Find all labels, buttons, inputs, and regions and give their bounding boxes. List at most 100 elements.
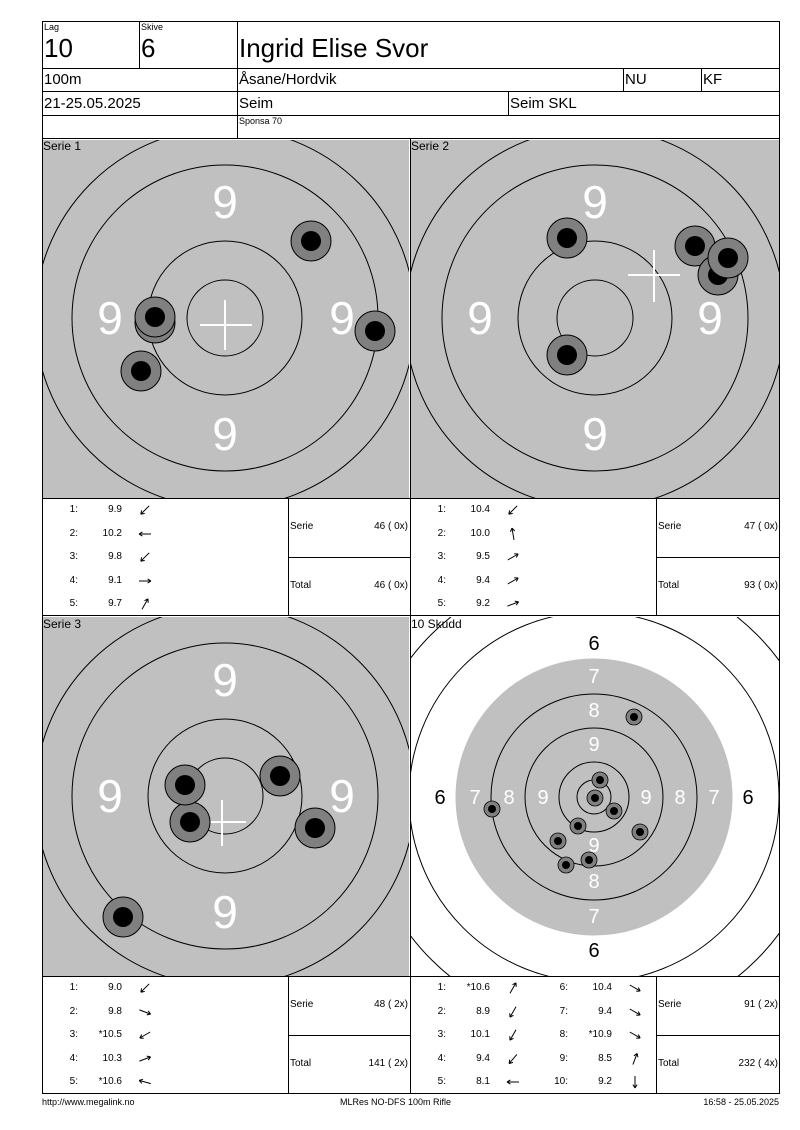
serie-3-target: 9 9 9 9 bbox=[43, 617, 409, 977]
shot-row: 3: 10.1 bbox=[412, 1028, 532, 1042]
shot-number: 5: bbox=[437, 598, 446, 609]
direction-arrow-icon bbox=[136, 981, 154, 995]
shot-value: 9.2 bbox=[476, 598, 490, 609]
shot-value: 10.0 bbox=[470, 527, 490, 539]
direction-arrow-icon bbox=[136, 574, 154, 588]
direction-arrow-icon bbox=[626, 1028, 644, 1042]
shot-number: 1: bbox=[69, 504, 78, 515]
direction-arrow-icon bbox=[504, 597, 522, 611]
shot-hole-center bbox=[610, 807, 618, 815]
shot-hole-center bbox=[557, 345, 577, 365]
shot-hole-center bbox=[113, 907, 133, 927]
serie-1-target: 9 9 9 9 bbox=[43, 140, 409, 498]
footer-program: MLRes NO-DFS 100m Rifle bbox=[340, 1097, 452, 1107]
shot-row: 4:10.3 bbox=[44, 1052, 164, 1066]
direction-arrow-icon bbox=[626, 1075, 644, 1089]
shot-value: 8.9 bbox=[476, 1005, 490, 1017]
ring-label: 8 bbox=[503, 787, 514, 809]
lag-value: 10 bbox=[44, 33, 73, 63]
serie-label: Serie bbox=[658, 521, 682, 532]
footer-url[interactable]: http://www.megalink.no bbox=[42, 1097, 135, 1107]
serie-1-title: Serie 1 bbox=[43, 139, 82, 153]
direction-arrow-icon bbox=[136, 1028, 154, 1042]
ring-label: 9 bbox=[329, 292, 355, 344]
shot-hole-center bbox=[270, 766, 290, 786]
lag-label: Lag bbox=[44, 22, 60, 32]
ring-label: 9 bbox=[212, 408, 238, 460]
ten-shots-title: 10 Skudd bbox=[411, 617, 462, 631]
total-label: Total bbox=[658, 580, 680, 591]
serie-label: Serie bbox=[658, 999, 682, 1010]
shot-value: 9.9 bbox=[108, 504, 122, 515]
ring-label: 9 bbox=[329, 770, 355, 822]
direction-arrow-icon bbox=[136, 1075, 154, 1089]
direction-arrow-icon bbox=[626, 981, 644, 995]
date: 21-25.05.2025 bbox=[44, 95, 141, 112]
shot-number: 3: bbox=[437, 1029, 446, 1040]
shot-number: 3: bbox=[69, 551, 78, 562]
ring-label: 7 bbox=[588, 906, 599, 928]
shot-value: 10.1 bbox=[470, 1029, 490, 1040]
shot-row: 5:8.1 bbox=[412, 1075, 532, 1089]
shot-number: 1: bbox=[69, 982, 78, 993]
shot-row: 2:10.2 bbox=[44, 527, 164, 541]
shot-value: 10.4 bbox=[592, 982, 612, 993]
direction-arrow-icon bbox=[136, 503, 154, 517]
ring-label: 8 bbox=[674, 787, 685, 809]
shot-value: 10.4 bbox=[470, 504, 490, 515]
shot-number: 5: bbox=[69, 1076, 78, 1087]
shot-hole-center bbox=[557, 228, 577, 248]
shot-row: 1: *10.6 bbox=[412, 981, 532, 995]
shot-row: 1: 10.4 bbox=[412, 503, 532, 517]
shot-number: 1: bbox=[437, 504, 446, 515]
serie-2-target: 9 9 9 9 bbox=[411, 140, 779, 498]
shot-value: 9.8 bbox=[108, 1005, 122, 1017]
shot-value: 9.0 bbox=[108, 982, 122, 993]
shot-number: 9: bbox=[559, 1052, 568, 1064]
shot-row: 4:9.4 bbox=[412, 574, 532, 588]
shot-value: 10.2 bbox=[102, 527, 122, 539]
direction-arrow-icon bbox=[504, 1028, 522, 1042]
shot-row: 4:9.1 bbox=[44, 574, 164, 588]
shot-number: 3: bbox=[69, 1029, 78, 1040]
ring-label: 7 bbox=[708, 787, 719, 809]
club: Åsane/Hordvik bbox=[239, 71, 337, 88]
shot-value: 10.3 bbox=[102, 1052, 122, 1064]
ring-label: 6 bbox=[434, 787, 445, 809]
shot-value: 9.2 bbox=[598, 1076, 612, 1087]
shot-hole-center bbox=[630, 713, 638, 721]
serie-3-title: Serie 3 bbox=[43, 617, 82, 631]
direction-arrow-icon bbox=[136, 550, 154, 564]
shot-number: 2: bbox=[437, 1005, 446, 1017]
organizer: Seim SKL bbox=[510, 95, 577, 112]
ring-label: 9 bbox=[537, 787, 548, 809]
shot-value: *10.5 bbox=[98, 1029, 122, 1040]
sponsor: Sponsa 70 bbox=[239, 116, 283, 126]
shot-hole-center bbox=[131, 361, 151, 381]
shot-hole-center bbox=[574, 822, 582, 830]
shot-value: 8.1 bbox=[476, 1076, 490, 1087]
shot-hole-center bbox=[591, 794, 599, 802]
shot-hole-center bbox=[685, 236, 705, 256]
shot-number: 1: bbox=[437, 982, 446, 993]
shot-hole-center bbox=[636, 828, 644, 836]
shot-number: 4: bbox=[69, 574, 78, 586]
shot-row: 1: 9.0 bbox=[44, 981, 164, 995]
shot-hole-center bbox=[554, 837, 562, 845]
serie-value: 46 ( 0x) bbox=[374, 521, 408, 532]
distance: 100m bbox=[44, 71, 82, 88]
shot-hole-center bbox=[145, 307, 165, 327]
total-value: 93 ( 0x) bbox=[744, 580, 778, 591]
ten-shots-target: 6 6 6 6 7 7 7 7 8 8 8 8 9 9 9 9 bbox=[411, 617, 779, 977]
total-label: Total bbox=[290, 580, 312, 591]
shot-value: *10.6 bbox=[466, 982, 490, 993]
shot-row: 7:9.4 bbox=[534, 1005, 654, 1019]
ring-label: 6 bbox=[588, 940, 599, 962]
direction-arrow-icon bbox=[626, 1052, 644, 1066]
skive-value: 6 bbox=[141, 33, 156, 63]
serie-value: 91 ( 2x) bbox=[744, 999, 778, 1010]
shot-row: 5:*10.6 bbox=[44, 1075, 164, 1089]
shot-row: 2: 8.9 bbox=[412, 1005, 532, 1019]
shot-row: 3:9.5 bbox=[412, 550, 532, 564]
direction-arrow-icon bbox=[504, 1052, 522, 1066]
